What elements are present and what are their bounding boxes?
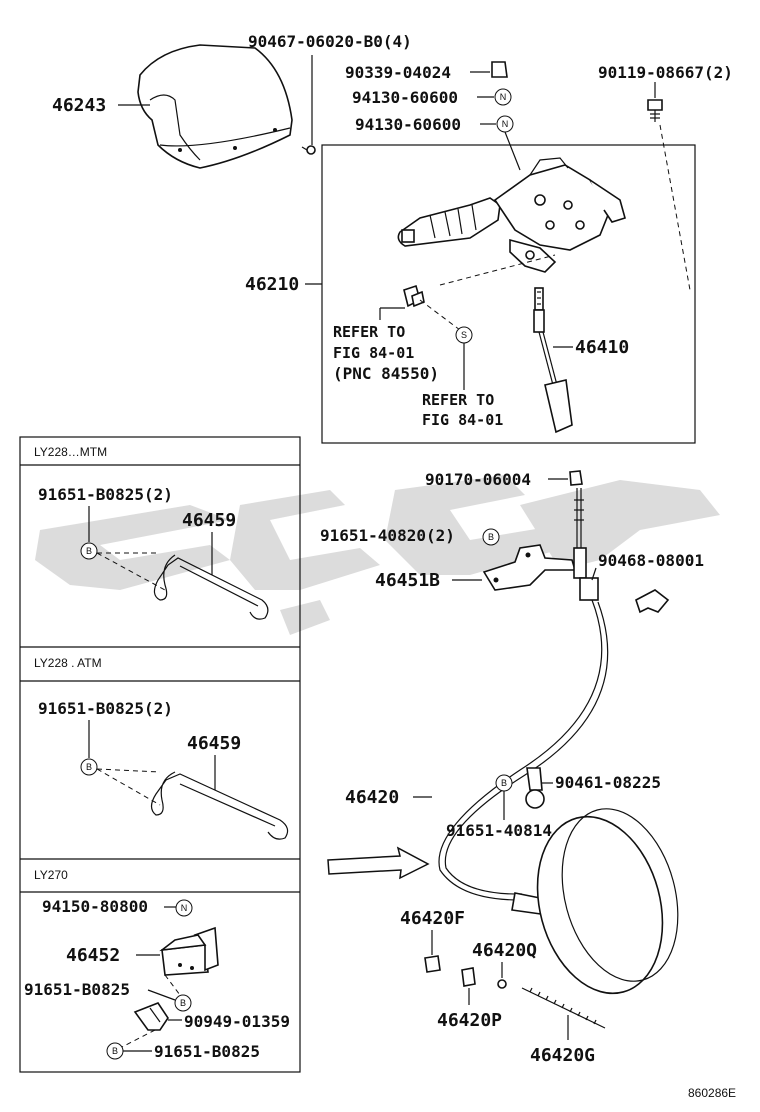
label-90468: 90468-08001	[598, 551, 704, 570]
ref1-line2: FIG 84-01	[333, 344, 414, 362]
bracket-ref-84-01	[403, 284, 425, 308]
spring-46420G	[521, 987, 606, 1029]
label-94130-a: 94130-60600	[352, 88, 458, 107]
callout-s-icon: S	[455, 326, 473, 344]
callout-b-icon: B	[106, 1042, 124, 1060]
label-91651-40814: 91651-40814	[446, 821, 552, 840]
label-46410: 46410	[575, 337, 629, 358]
figure-code: 860286E	[688, 1086, 736, 1100]
label-90170: 90170-06004	[425, 470, 531, 489]
label-46452: 46452	[66, 945, 120, 966]
clip-46420Q	[497, 979, 507, 989]
spring-46459-mtm	[153, 554, 269, 620]
label-91651-b0825-a: 91651-B0825	[24, 980, 130, 999]
svg-text:B: B	[488, 532, 494, 542]
console-cover-46243	[137, 44, 293, 169]
callout-b-icon: B	[174, 994, 192, 1012]
dashed-guide-s	[419, 299, 461, 331]
label-46420Q: 46420Q	[472, 940, 537, 961]
svg-text:B: B	[86, 762, 92, 772]
clip-46420F	[424, 955, 441, 973]
svg-text:N: N	[181, 903, 188, 913]
clip-90949	[133, 1002, 169, 1031]
ref2-line2: FIG 84-01	[422, 411, 503, 429]
bracket-46451B	[482, 544, 577, 591]
section-title-ly270: LY270	[34, 868, 68, 882]
label-46420: 46420	[345, 787, 399, 808]
label-46420P: 46420P	[437, 1010, 502, 1031]
svg-text:N: N	[500, 92, 507, 102]
label-46459-mtm: 46459	[182, 510, 236, 531]
clip-90461	[525, 767, 545, 809]
parking-brake-lever-box	[321, 144, 696, 444]
brake-drum	[536, 808, 679, 995]
spring-46459-atm	[150, 771, 289, 840]
svg-text:B: B	[86, 546, 92, 556]
svg-text:N: N	[502, 119, 509, 129]
label-46210: 46210	[245, 274, 299, 295]
label-91651-b0825-b: 91651-B0825	[154, 1042, 260, 1061]
label-91651-b0825-2-mtm: 91651-B0825(2)	[38, 485, 173, 504]
callout-b-icon: B	[495, 774, 513, 792]
clip-90468	[635, 589, 670, 614]
label-46420G: 46420G	[530, 1045, 595, 1066]
label-90339: 90339-04024	[345, 63, 451, 82]
parking-brake-lever-46210	[397, 157, 626, 273]
clip-46420P	[461, 967, 476, 987]
variant-panel	[19, 436, 301, 1073]
arrow-icon	[327, 846, 430, 880]
label-91651-b0825-2-atm: 91651-B0825(2)	[38, 699, 173, 718]
callout-n-icon: N	[494, 88, 512, 106]
callout-n-icon: N	[175, 899, 193, 917]
callout-n-icon: N	[496, 115, 514, 133]
bracket-46452	[159, 926, 219, 976]
label-90119: 90119-08667(2)	[598, 63, 733, 82]
ref2-line1: REFER TO	[422, 391, 494, 409]
ref1-line3: (PNC 84550)	[333, 364, 439, 383]
callout-b-icon: B	[80, 758, 98, 776]
svg-text:B: B	[501, 778, 507, 788]
dashed-guide-90119	[659, 124, 691, 291]
callout-b-icon: B	[80, 542, 98, 560]
label-90461: 90461-08225	[555, 773, 661, 792]
label-46243: 46243	[52, 95, 106, 116]
label-90467: 90467-06020-B0(4)	[248, 32, 412, 51]
label-94150: 94150-80800	[42, 897, 148, 916]
label-90949: 90949-01359	[184, 1012, 290, 1031]
bolt-90119	[647, 99, 663, 122]
svg-text:B: B	[112, 1046, 118, 1056]
section-title-mtm: LY228…MTM	[34, 445, 107, 459]
label-46420F: 46420F	[400, 908, 465, 929]
rod-46410	[533, 287, 573, 434]
label-46459-atm: 46459	[187, 733, 241, 754]
screw-90467	[301, 145, 316, 155]
leader-94130-b-part	[504, 131, 521, 171]
nut-90170	[569, 470, 583, 486]
label-46451B: 46451B	[375, 570, 440, 591]
section-title-atm: LY228 . ATM	[34, 656, 102, 670]
dashed-guide-lever	[439, 254, 556, 286]
svg-text:B: B	[180, 998, 186, 1008]
label-91651-40820: 91651-40820(2)	[320, 526, 455, 545]
svg-text:S: S	[461, 330, 467, 340]
cap-90339	[491, 61, 508, 78]
ref1-line1: REFER TO	[333, 323, 405, 341]
label-94130-b: 94130-60600	[355, 115, 461, 134]
callout-b-icon: B	[482, 528, 500, 546]
